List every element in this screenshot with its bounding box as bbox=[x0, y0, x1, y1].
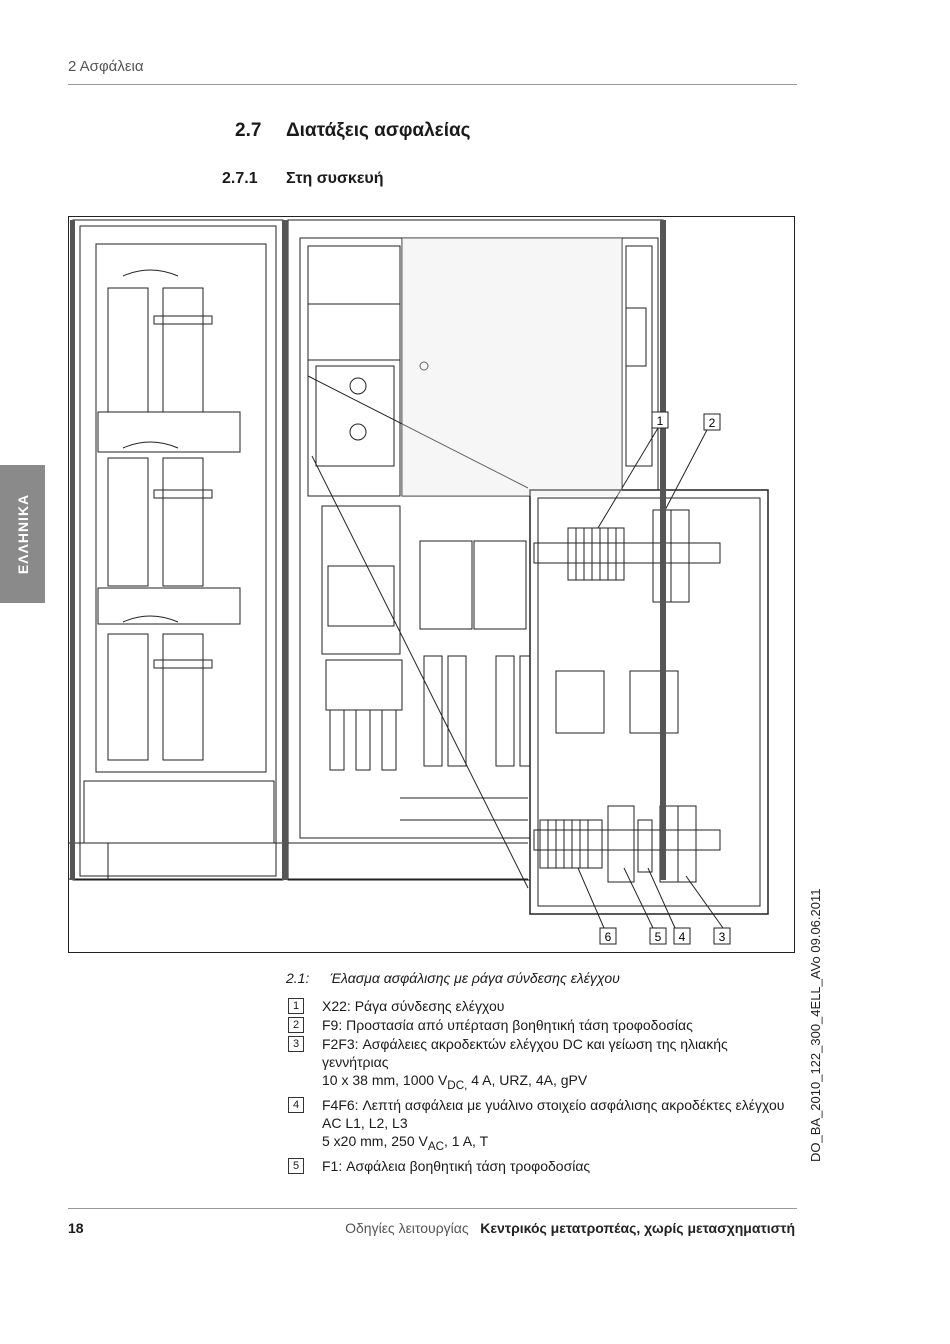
callout-5: 5 bbox=[655, 930, 662, 944]
header-rule bbox=[68, 84, 797, 85]
legend-number: 4 bbox=[288, 1096, 304, 1113]
callout-3: 3 bbox=[719, 930, 726, 944]
legend-text: F1: Ασφάλεια βοηθητική τάση τροφοδοσίας bbox=[322, 1157, 591, 1174]
legend-item: 4 F4F6: Λεπτή ασφάλεια με γυάλινο στοιχε… bbox=[286, 1096, 786, 1156]
legend-spec: 10 x 38 mm, 1000 VDC, 4 A, URZ, 4A, gPV bbox=[322, 1072, 588, 1092]
document-code: DO_BA_2010_122_300_4ELL_AVo 09.06.2011 bbox=[808, 888, 823, 1162]
callout-4: 4 bbox=[679, 930, 686, 944]
footer-doc-type: Οδηγίες λειτουργίας bbox=[345, 1220, 469, 1236]
page-number: 18 bbox=[68, 1220, 84, 1236]
callout-2: 2 bbox=[709, 416, 716, 430]
figure-legend: 1 X22: Ράγα σύνδεσης ελέγχου 2 F9: Προστ… bbox=[286, 997, 786, 1176]
running-header: 2 Ασφάλεια bbox=[68, 58, 144, 75]
legend-number: 1 bbox=[288, 998, 304, 1014]
subsection-title: Στη συσκευή bbox=[286, 170, 384, 187]
legend-number: 3 bbox=[288, 1036, 304, 1052]
legend-number: 5 bbox=[288, 1157, 304, 1174]
language-tab-label: ΕΛΛΗΝΙΚΑ bbox=[14, 493, 31, 575]
section-number: 2.7 bbox=[235, 120, 262, 141]
capacitor-bank-top bbox=[97, 269, 241, 453]
capacitor-bank-middle bbox=[97, 441, 241, 625]
figure-caption-number: 2.1: bbox=[286, 970, 310, 986]
footer-title: Οδηγίες λειτουργίας Κεντρικός μετατροπέα… bbox=[345, 1220, 795, 1236]
language-tab: ΕΛΛΗΝΙΚΑ bbox=[0, 465, 45, 603]
legend-item: 2 F9: Προστασία από υπέρταση βοηθητική τ… bbox=[286, 1016, 786, 1034]
subsection-number: 2.7.1 bbox=[222, 170, 258, 187]
callout-1: 1 bbox=[657, 414, 664, 428]
legend-text: F4F6: Λεπτή ασφάλεια με γυάλινο στοιχείο… bbox=[322, 1096, 785, 1131]
legend-item: 1 X22: Ράγα σύνδεσης ελέγχου bbox=[286, 997, 786, 1015]
legend-text: F9: Προστασία από υπέρταση βοηθητική τάσ… bbox=[322, 1017, 693, 1033]
callout-6: 6 bbox=[605, 930, 612, 944]
figure-caption-text: Έλασμα ασφάλισης με ράγα σύνδεσης ελέγχο… bbox=[330, 970, 620, 986]
cabinet-drawing: 1 2 3 4 5 6 bbox=[68, 216, 795, 953]
legend-item: 5 F1: Ασφάλεια βοηθητική τάση τροφοδοσία… bbox=[286, 1157, 786, 1175]
legend-spec: 5 x20 mm, 250 VAC, 1 A, T bbox=[322, 1132, 489, 1153]
legend-number: 2 bbox=[288, 1017, 304, 1033]
section-title: Διατάξεις ασφαλείας bbox=[286, 120, 471, 141]
legend-text: F2F3: Ασφάλειες ακροδεκτών ελέγχου DC κα… bbox=[322, 1036, 728, 1070]
legend-text: X22: Ράγα σύνδεσης ελέγχου bbox=[322, 998, 505, 1014]
footer-rule bbox=[68, 1208, 797, 1209]
footer-product: Κεντρικός μετατροπέας, χωρίς μετασχηματι… bbox=[480, 1220, 795, 1236]
legend-item: 3 F2F3: Ασφάλειες ακροδεκτών ελέγχου DC … bbox=[286, 1035, 786, 1095]
capacitor-bank-bottom bbox=[107, 615, 213, 761]
